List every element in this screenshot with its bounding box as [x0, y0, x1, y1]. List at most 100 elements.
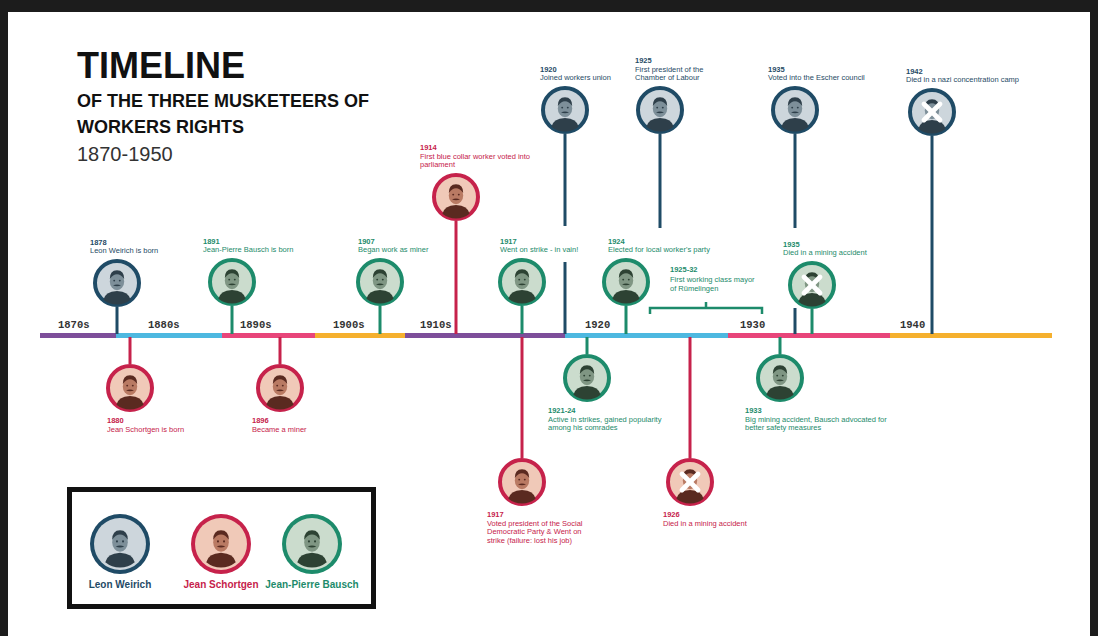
axis-segment	[405, 333, 565, 338]
portrait-shoulders	[366, 290, 393, 304]
portrait-ring	[758, 356, 802, 400]
stem-line	[586, 337, 589, 354]
portrait-ring	[604, 260, 648, 304]
event-caption: 1924Elected for local worker's party	[608, 238, 746, 255]
portrait-mustache	[561, 111, 569, 113]
event-caption: 1933Big mining accident, Bausch advocate…	[745, 407, 890, 433]
timeline-event: 1878Leon Weirich is born	[90, 239, 200, 307]
portrait-ring	[500, 460, 544, 504]
portrait	[541, 86, 589, 134]
portrait-eye	[622, 279, 624, 281]
legend-swatch	[191, 514, 251, 574]
decade-label: 1900s	[333, 320, 365, 332]
axis-segment	[40, 333, 116, 338]
portrait-ring	[543, 88, 587, 132]
stem-line	[116, 307, 119, 334]
legend-item: Jean Schortgen	[183, 492, 258, 592]
timeline-event: 1907Began work as miner	[356, 238, 458, 306]
portrait-mustache	[791, 111, 799, 113]
portrait-mustache	[656, 111, 664, 113]
portrait-ring	[565, 356, 609, 400]
portrait-mustache	[622, 283, 630, 285]
portrait-eye	[797, 107, 799, 109]
portrait-eye	[382, 279, 384, 281]
event-text: Voted president of the Social Democratic…	[487, 520, 595, 546]
death-cross	[804, 277, 820, 293]
legend-box: Leon WeirichJean SchortgenJean-Pierre Ba…	[67, 487, 376, 609]
portrait-eye	[589, 375, 591, 377]
portrait-ring	[358, 260, 402, 304]
portrait-eye	[376, 279, 378, 281]
portrait-hair	[515, 269, 529, 278]
portrait-hair	[515, 469, 529, 478]
event-text: Jean Schortgen is born	[107, 426, 217, 435]
stem-line	[689, 337, 692, 458]
portrait-eye	[282, 385, 284, 387]
timeline-event: 1924Elected for local worker's party	[602, 238, 746, 306]
portrait-eye	[518, 279, 520, 281]
portrait-ring	[790, 263, 834, 307]
timeline-event: 1933Big mining accident, Bausch advocate…	[745, 354, 890, 433]
portrait-eye	[518, 479, 520, 481]
portrait-eye	[561, 107, 563, 109]
event-year: 1907	[358, 238, 458, 247]
portrait-shoulders	[105, 553, 134, 568]
portrait-hair	[112, 530, 128, 540]
portrait-shoulders	[766, 386, 793, 400]
portrait-eye	[628, 279, 630, 281]
stem-line	[811, 309, 814, 334]
portrait	[286, 518, 338, 570]
event-text: Died in a nazi concentration camp	[906, 76, 1056, 85]
portrait	[208, 258, 256, 306]
portrait-shoulders	[508, 490, 535, 504]
portrait-head	[683, 472, 697, 490]
portrait-mustache	[228, 283, 236, 285]
portrait-mustache	[276, 389, 284, 391]
portrait	[195, 518, 247, 570]
portrait	[771, 86, 819, 134]
event-year: 1921-24	[548, 407, 684, 416]
portrait	[788, 261, 836, 309]
portrait-eye	[228, 279, 230, 281]
event-caption: 1921-24Active in strikes, gained popular…	[548, 407, 684, 433]
portrait-eye	[234, 279, 236, 281]
portrait-ring	[668, 460, 712, 504]
event-year: 1880	[107, 417, 217, 426]
event-caption: 1935Voted into the Escher council	[768, 66, 898, 83]
portrait	[356, 258, 404, 306]
portrait-hair	[304, 530, 320, 540]
event-caption: 1926Died in a mining accident	[663, 511, 778, 528]
event-text: First working class mayor of Rümelingen	[670, 276, 760, 293]
stem-line	[231, 306, 234, 334]
portrait-eye	[776, 375, 778, 377]
stem-line	[931, 136, 934, 334]
portrait-eye	[132, 385, 134, 387]
portrait-ring	[434, 175, 478, 219]
portrait-hair	[788, 97, 802, 106]
event-year: 1914	[420, 144, 542, 153]
event-text: Became a miner	[252, 426, 342, 435]
portrait-ring	[210, 260, 254, 304]
portrait-shoulders	[676, 490, 703, 504]
portrait-ground	[94, 518, 146, 570]
portrait-eye	[662, 107, 664, 109]
portrait-ground	[195, 518, 247, 570]
portrait-hair	[580, 365, 594, 374]
portrait-eye	[791, 107, 793, 109]
portrait	[563, 354, 611, 402]
portrait-shoulders	[573, 386, 600, 400]
portrait-mustache	[217, 546, 226, 548]
portrait-ring	[258, 366, 302, 410]
portrait-eye	[314, 540, 316, 542]
death-cross	[682, 474, 698, 490]
portrait-ring	[108, 366, 152, 410]
portrait-eye	[782, 375, 784, 377]
portrait-hair	[273, 375, 287, 384]
portrait	[498, 458, 546, 506]
portrait-eye	[524, 279, 526, 281]
timeline-event: 1914First blue collar worker voted into …	[420, 144, 542, 221]
portrait-eye	[122, 540, 124, 542]
stem-line	[794, 308, 797, 334]
portrait	[756, 354, 804, 402]
date-range: 1870-1950	[77, 143, 173, 165]
